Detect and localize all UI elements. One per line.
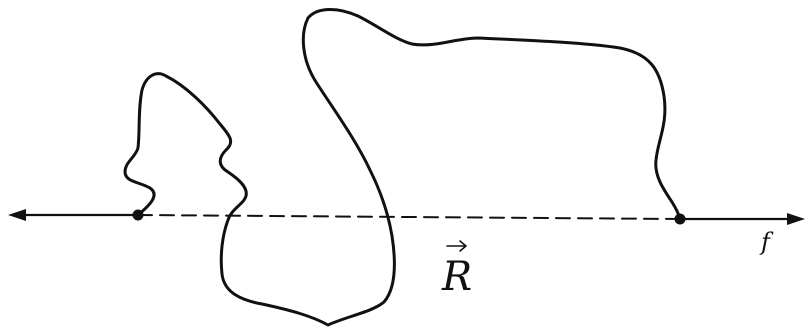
right-force-arrow — [680, 213, 805, 225]
vector-r-label: R — [441, 241, 472, 300]
line-f-label: f — [759, 228, 774, 256]
vector-arrow-icon — [447, 241, 466, 251]
right-endpoint-dot — [675, 214, 686, 225]
polymer-chain-path — [125, 10, 680, 326]
left-endpoint-dot — [133, 210, 144, 221]
end-to-end-dashed-line — [138, 215, 680, 219]
vector-r-text: R — [441, 254, 472, 300]
left-force-arrow — [8, 209, 138, 221]
